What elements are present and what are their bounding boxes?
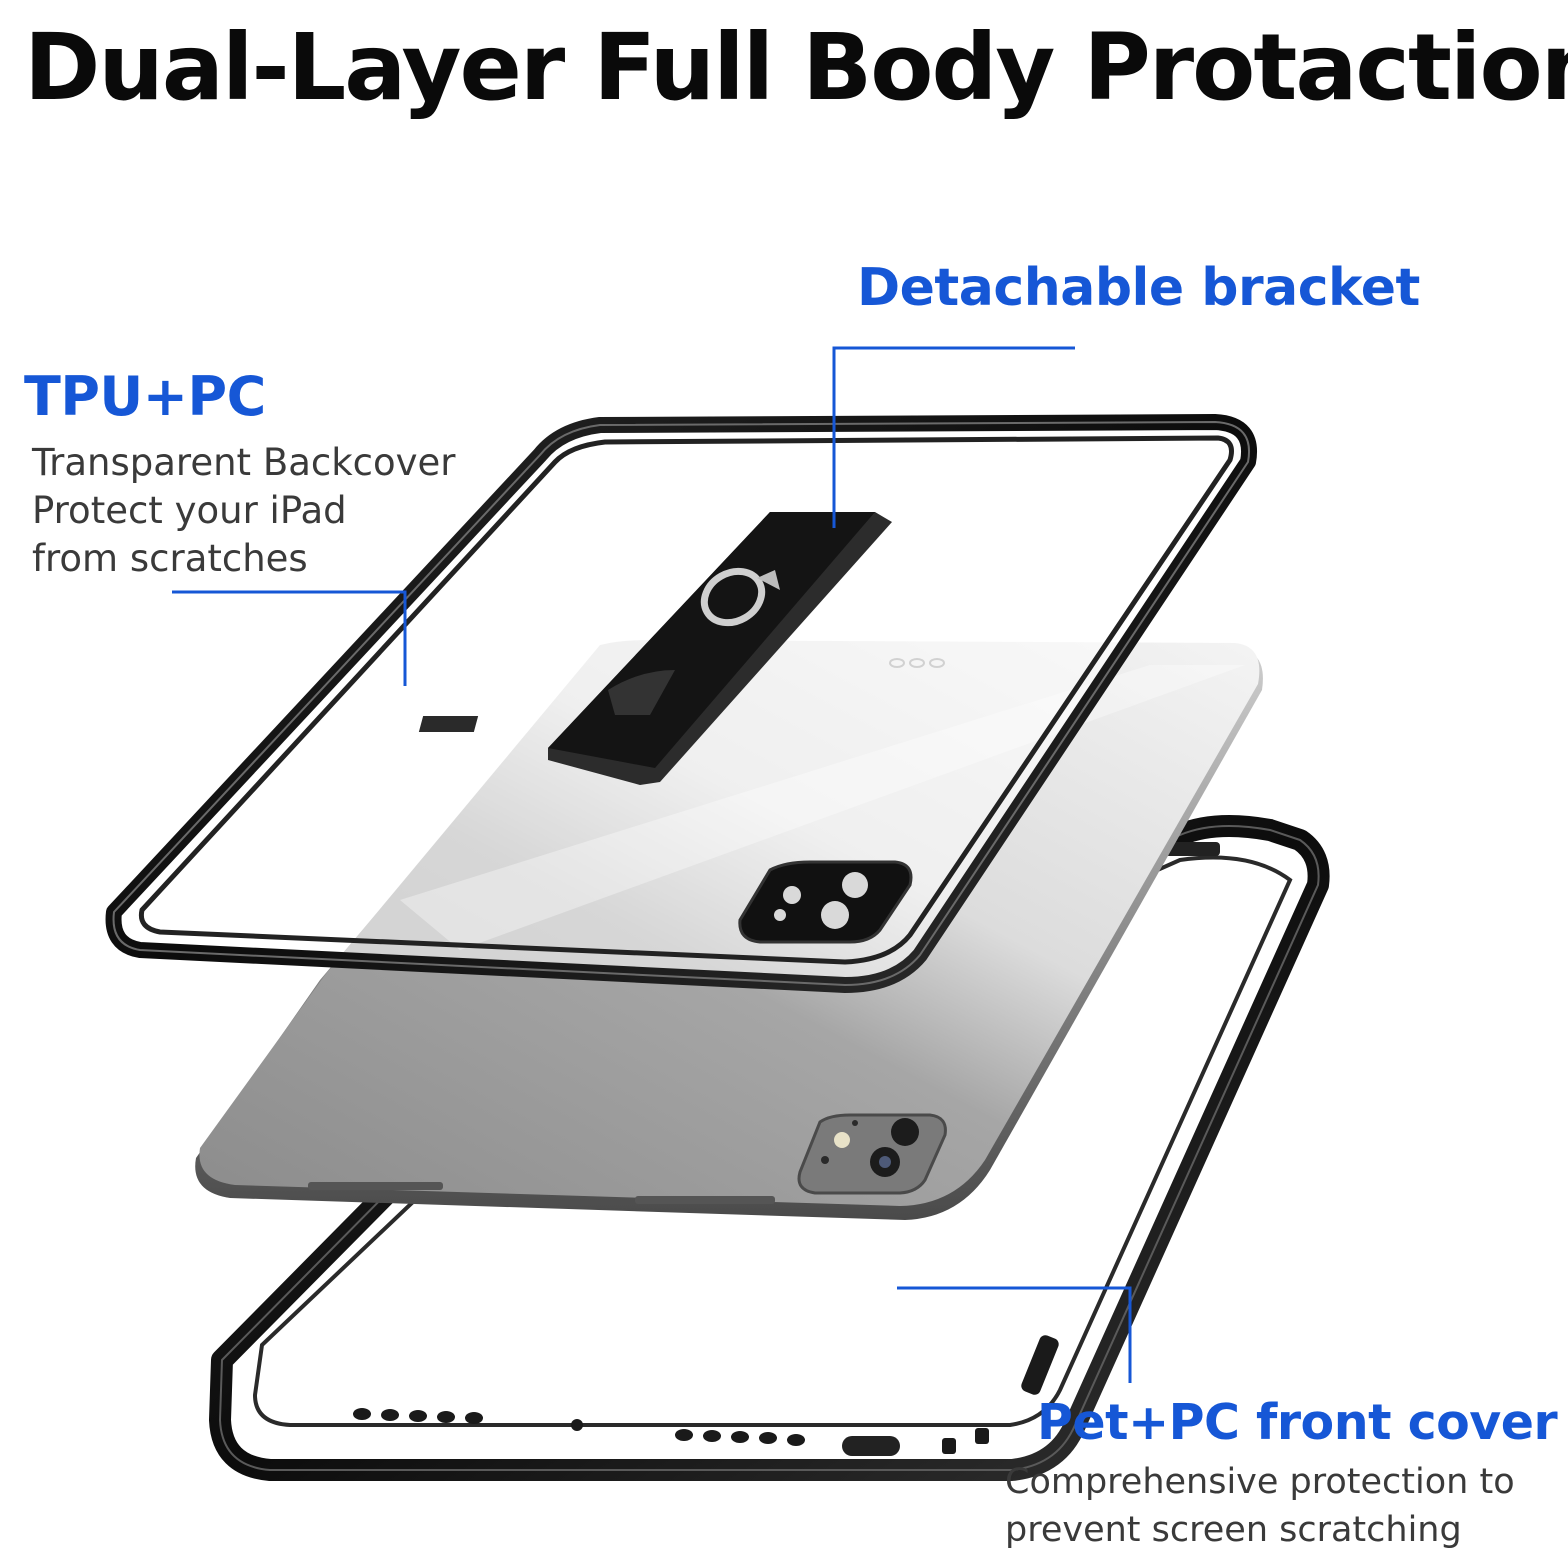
bracket-callout-line xyxy=(832,346,1075,528)
pet-callout-title: Pet+PC front cover xyxy=(1037,1394,1558,1451)
tpu-callout-line xyxy=(172,590,407,686)
headline: Dual-Layer Full Body Protaction xyxy=(24,14,1568,121)
detachable-bracket xyxy=(418,512,892,785)
callout-lines xyxy=(172,346,1132,1383)
ipad-camera xyxy=(797,1113,947,1195)
tpu-callout-line-2: Protect your iPad xyxy=(32,489,347,532)
pet-callout-line-2: prevent screen scratching xyxy=(1005,1510,1462,1550)
bracket-callout-title: Detachable bracket xyxy=(857,258,1420,318)
tpu-callout-line-1: Transparent Backcover xyxy=(32,441,456,484)
tpu-callout-line-3: from scratches xyxy=(32,537,308,580)
pet-callout-line xyxy=(897,1286,1132,1383)
case-camera-cutout xyxy=(738,860,913,944)
ring-holder-icon xyxy=(700,567,780,627)
tpu-callout-title: TPU+PC xyxy=(24,365,266,428)
pet-callout-line-1: Comprehensive protection to xyxy=(1005,1462,1515,1502)
